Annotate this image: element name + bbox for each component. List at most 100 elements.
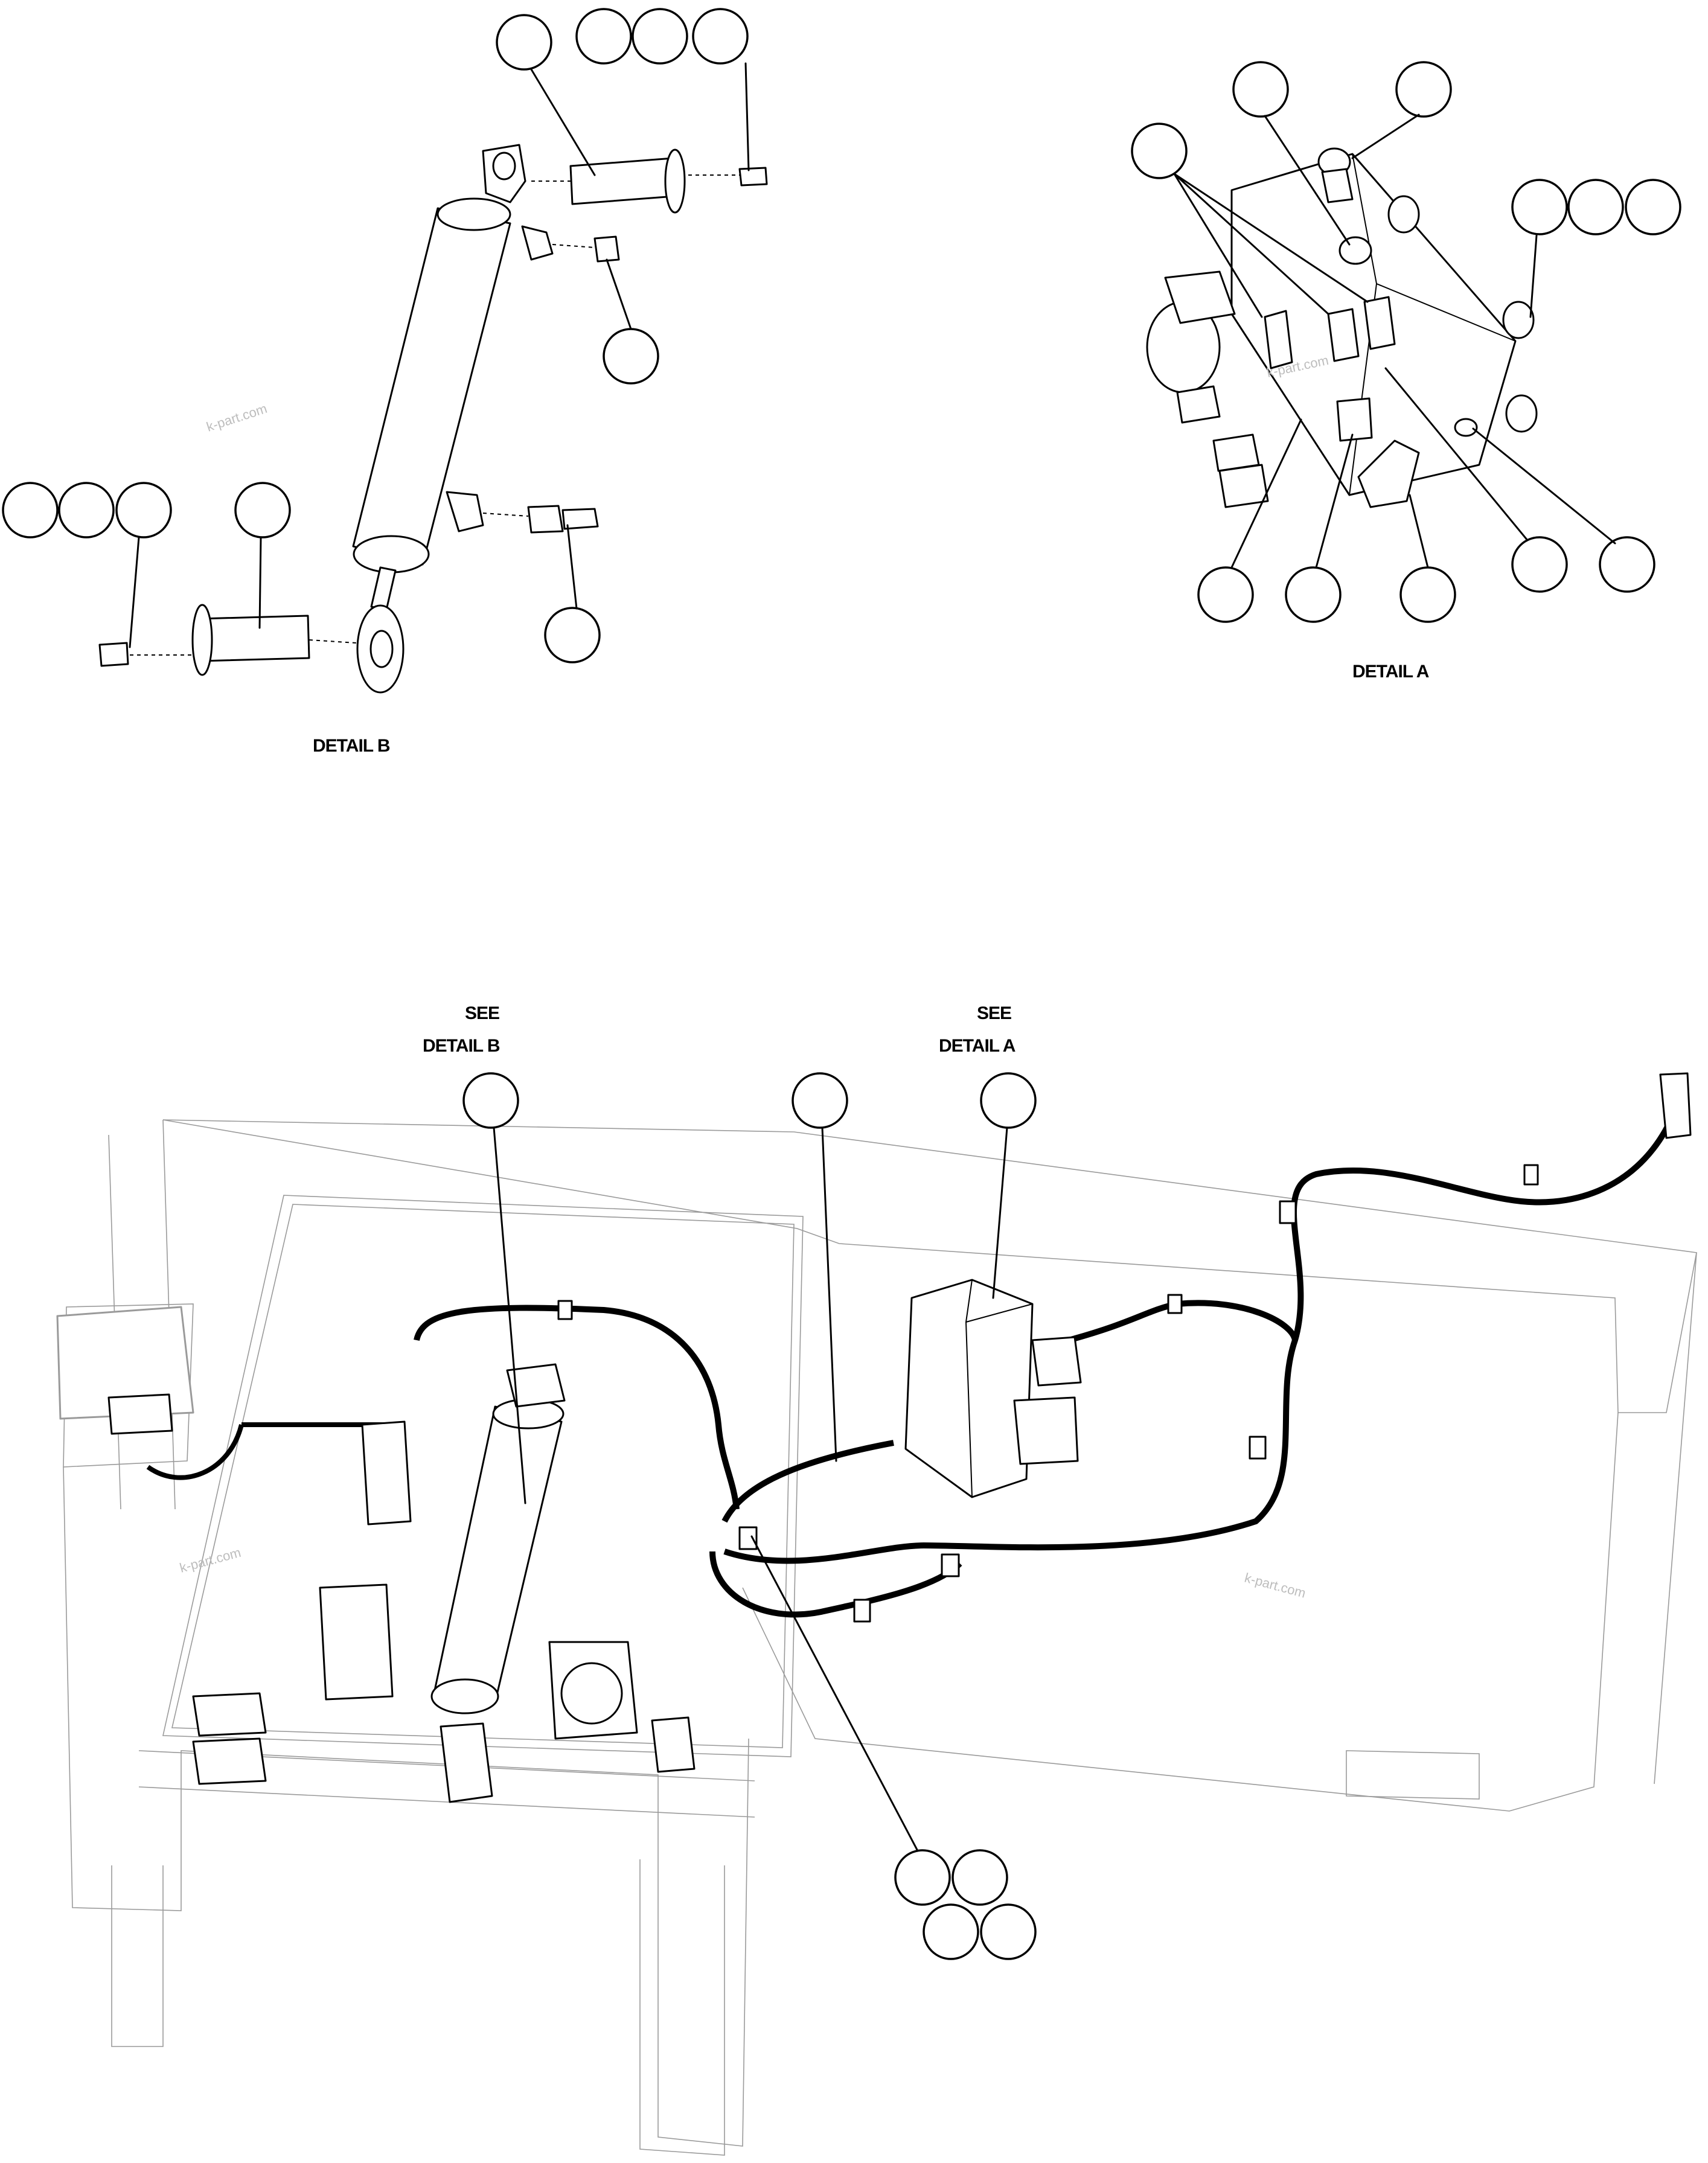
leader-line xyxy=(258,536,262,629)
callout-bubble xyxy=(2,482,59,538)
leader-line xyxy=(493,1126,526,1504)
inner-panel-rim xyxy=(171,1204,795,1748)
assembly-cylinder-eye xyxy=(440,1722,493,1803)
callout-bubble xyxy=(115,482,172,538)
valve-stem-1 xyxy=(1176,385,1221,424)
lower-fitting-dash xyxy=(482,513,529,517)
callout-bubble xyxy=(923,1903,979,1960)
callout-bubble xyxy=(1232,61,1289,118)
valve-port-face xyxy=(1339,236,1372,265)
cylinder-port-upper xyxy=(521,225,554,261)
detail-b-cylinder-group: DETAIL B k-part.com xyxy=(2,8,768,756)
cylinder-eye-hole-bottom xyxy=(369,630,394,668)
callout-bubble xyxy=(632,8,688,65)
inner-panel xyxy=(162,1195,804,1757)
lower-fitting-nozzle xyxy=(561,508,599,530)
callout-bubble xyxy=(544,607,601,663)
leader-line xyxy=(606,258,632,330)
end-connector xyxy=(1659,1072,1692,1139)
assembly-valve-block xyxy=(904,1279,1034,1498)
callout-bubble xyxy=(952,1849,1008,1906)
cylinder-rod xyxy=(370,566,397,611)
see-label-a: SEE xyxy=(977,1003,1011,1023)
upper-pivot-pin xyxy=(569,157,676,205)
leader-line xyxy=(1529,234,1538,318)
valve-port-small xyxy=(1454,418,1478,437)
left-plug xyxy=(107,1393,173,1435)
harness-clip xyxy=(1523,1164,1539,1186)
straight-fitting-lower xyxy=(1336,397,1373,442)
assembly-valve-stems xyxy=(1013,1396,1079,1465)
harness-clip xyxy=(1279,1200,1297,1224)
watermark: k-part.com xyxy=(1243,1570,1308,1601)
watermark: k-part.com xyxy=(178,1545,243,1576)
leader-line xyxy=(1384,367,1529,542)
callout-bubble xyxy=(1399,566,1456,623)
leader-line xyxy=(1264,115,1351,246)
harness-lower-sweep xyxy=(709,1551,962,1618)
assembly-cylinder-mount xyxy=(506,1363,566,1408)
callout-bubble xyxy=(1567,179,1624,235)
left-box xyxy=(56,1306,194,1420)
detail-b-label: DETAIL B xyxy=(313,736,390,756)
lower-pin-dash xyxy=(130,639,357,656)
lower-pin-bolt xyxy=(98,642,129,667)
callout-bubble xyxy=(1625,179,1681,235)
see-detail-b-label: DETAIL B xyxy=(423,1036,500,1056)
harness-main-loop xyxy=(414,1305,740,1510)
assembly-valve-edge xyxy=(965,1279,1033,1498)
cylinder-top-end xyxy=(437,197,511,231)
frame-foot-right xyxy=(639,1859,725,2156)
cylinder-eye-hole-top xyxy=(492,152,516,181)
callout-bubble xyxy=(58,482,115,538)
detail-a-label: DETAIL A xyxy=(1352,662,1429,682)
callout-bubble xyxy=(1511,536,1568,593)
elbow-fitting-1 xyxy=(1264,310,1293,369)
elbow-fitting-lower xyxy=(1357,439,1420,508)
callout-bubble xyxy=(1395,61,1452,118)
leader-line xyxy=(1409,494,1429,569)
callout-bubble xyxy=(894,1849,951,1906)
harness-to-valve xyxy=(721,1440,894,1523)
callout-bubble xyxy=(1131,123,1188,179)
elbow-fitting-3 xyxy=(1363,296,1396,350)
upper-pin-leader-dash xyxy=(531,174,740,182)
upper-nut xyxy=(593,235,620,263)
assembly-valve-coil xyxy=(1031,1336,1082,1387)
main-assembly-view: SEE DETAIL B SEE DETAIL A k-part.com k-p… xyxy=(56,1003,1697,2156)
harness-clip xyxy=(738,1526,758,1550)
skid-plate xyxy=(1346,1750,1480,1800)
valve-plug-right-2 xyxy=(1502,301,1535,339)
upper-pin-bolt xyxy=(738,167,768,187)
valve-plug-right-3 xyxy=(1505,394,1538,433)
harness-right-branch xyxy=(723,1115,1675,1564)
assembly-cylinder-bottom xyxy=(430,1678,499,1714)
lower-pivot-pin-flange xyxy=(191,604,213,676)
elbow-fitting-2 xyxy=(1327,308,1360,362)
cylinder-bottom-end xyxy=(353,535,430,573)
leader-line xyxy=(821,1126,837,1462)
callout-bubble xyxy=(603,328,659,385)
detail-a-valve-group: DETAIL A k-part.com xyxy=(1131,61,1681,682)
leader-line xyxy=(566,524,578,610)
leader-line xyxy=(129,536,140,648)
solenoid-a xyxy=(192,1692,267,1737)
callout-bubble xyxy=(1511,179,1568,235)
platform-right-face xyxy=(1654,1252,1697,1784)
callout-bubble xyxy=(462,1072,519,1129)
callout-bubble xyxy=(980,1072,1037,1129)
leader-line xyxy=(1230,418,1302,569)
lower-pivot-pin xyxy=(198,615,310,662)
leader-line xyxy=(750,1535,919,1852)
solenoid-b xyxy=(192,1737,267,1785)
cylinder-barrel xyxy=(352,207,511,566)
callout-bubble xyxy=(1197,566,1254,623)
harness-clip xyxy=(1167,1294,1183,1314)
frame-base-beam xyxy=(63,1466,749,2147)
leader-line xyxy=(1315,433,1354,569)
valve-top-fitting-body xyxy=(1321,168,1354,203)
leader-line xyxy=(1472,427,1616,545)
valve-cartridge-coil xyxy=(1164,270,1236,324)
see-detail-a-label: DETAIL A xyxy=(939,1036,1016,1056)
